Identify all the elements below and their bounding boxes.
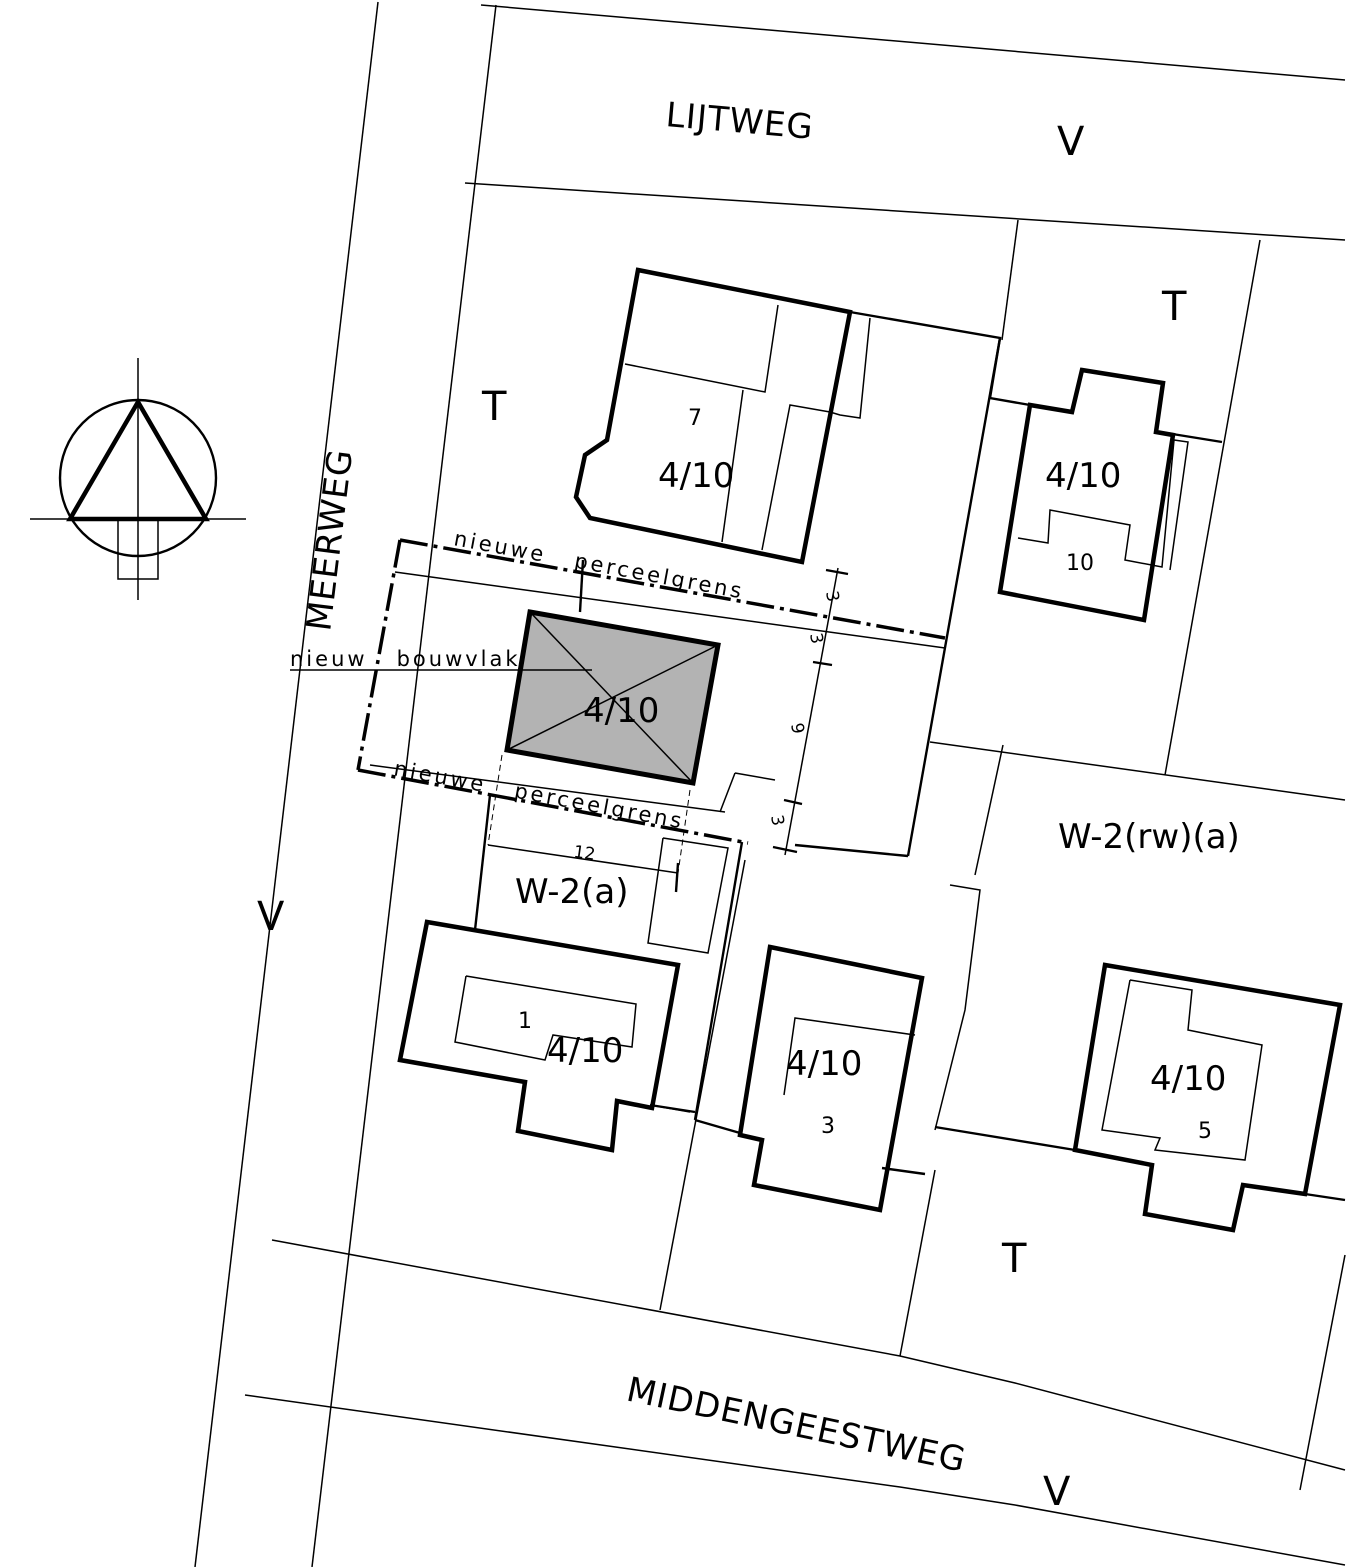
zone-label-v-south: V	[1043, 1469, 1071, 1515]
road-label-middengeestweg: MIDDENGEESTWEG	[623, 1370, 970, 1481]
new-plot-boundary-label-top: nieuwe perceelgrens	[452, 526, 746, 603]
zone-label-t-top-right: T	[1161, 284, 1187, 330]
new-plot-boundary	[356, 538, 946, 845]
building-10-code: 4/10	[1045, 456, 1121, 496]
building-7-code: 4/10	[658, 456, 734, 496]
new-building-area-label: nieuw bouwvlak	[290, 647, 521, 671]
new-building-area	[504, 609, 721, 786]
parcel-boundaries	[473, 310, 1346, 1202]
dimension-label-2: 3	[805, 631, 827, 645]
parcel-lines	[369, 219, 1346, 1491]
building-10-number: 10	[1066, 551, 1094, 576]
building-3-number: 3	[821, 1114, 835, 1139]
zone-label-w2a: W-2(a)	[515, 872, 629, 912]
road-label-meerweg: MEERWEG	[299, 447, 361, 634]
building-3	[737, 944, 925, 1213]
zone-label-w2rwa: W-2(rw)(a)	[1058, 817, 1240, 857]
road-label-lijtweg: LIJTWEG	[664, 95, 815, 148]
building-7-number: 7	[688, 406, 702, 431]
dimension-lines	[487, 567, 849, 893]
building-5-code: 4/10	[1150, 1059, 1226, 1099]
outbuildings	[647, 772, 776, 954]
building-1-number: 1	[518, 1009, 532, 1034]
zone-label-t-top-left: T	[481, 384, 507, 430]
building-1-code: 4/10	[547, 1031, 623, 1071]
zone-label-t-bottom: T	[1001, 1236, 1027, 1282]
zone-label-v-north: V	[1057, 119, 1085, 165]
north-arrow-icon	[30, 358, 246, 600]
dimension-label-4: 3	[766, 813, 788, 827]
building-7	[573, 267, 871, 565]
building-5-number: 5	[1198, 1119, 1212, 1144]
building-10	[997, 367, 1189, 623]
road-edges	[194, 1, 1346, 1567]
dimension-label-1: 3	[821, 589, 843, 603]
building-3-code: 4/10	[786, 1044, 862, 1084]
building-5	[1072, 962, 1343, 1233]
new-building-code: 4/10	[583, 691, 659, 731]
zone-label-v-west: V	[257, 894, 285, 940]
dimension-label-3: 9	[786, 721, 808, 735]
building-1	[397, 919, 681, 1153]
dimension-label-width: 12	[572, 842, 596, 865]
